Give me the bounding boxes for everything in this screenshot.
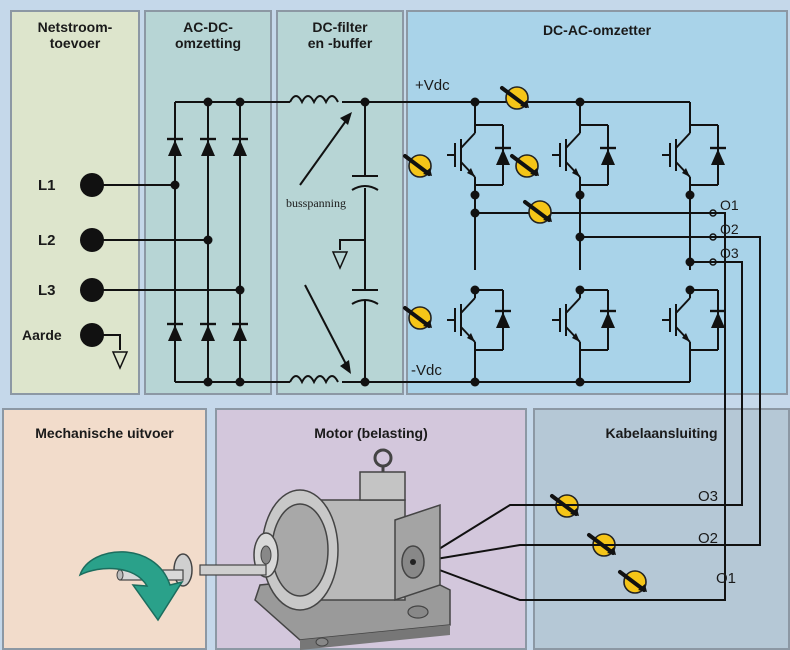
- igbt-icon: [661, 289, 719, 351]
- current-probe-icon[interactable]: [523, 199, 554, 225]
- igbt-icon: [551, 124, 609, 186]
- diode-icon: [708, 309, 728, 330]
- igbt-icon: [661, 124, 719, 186]
- label-l2: L2: [38, 232, 56, 249]
- diode-icon: [598, 146, 618, 167]
- label-minus-vdc: -Vdc: [411, 362, 442, 379]
- earth-ground-icon: [112, 351, 128, 369]
- label-l3: L3: [38, 282, 56, 299]
- label-o1: O1: [720, 197, 739, 213]
- igbt-icon: [551, 289, 609, 351]
- mechanical-panel: Mechanische uitvoer: [2, 408, 207, 650]
- current-probe-icon[interactable]: [403, 153, 434, 179]
- label-plus-vdc: +Vdc: [415, 77, 450, 94]
- label-l1: L1: [38, 177, 56, 194]
- igbt-icon: [446, 289, 504, 351]
- diode-icon: [198, 137, 218, 158]
- supply-panel: Netstroom- toevoer: [10, 10, 140, 395]
- diode-icon: [165, 137, 185, 158]
- filter-panel: DC-filter en -buffer: [276, 10, 404, 395]
- label-o2: O2: [720, 221, 739, 237]
- label-o3: O3: [720, 245, 739, 261]
- igbt-icon: [446, 124, 504, 186]
- diode-icon: [165, 322, 185, 343]
- diode-icon: [708, 146, 728, 167]
- cable-title: Kabelaansluiting: [605, 425, 718, 441]
- cable-label-o3: O3: [698, 488, 719, 505]
- current-probe-icon[interactable]: [403, 305, 434, 331]
- ground-icon: [332, 251, 348, 269]
- current-probe-icon[interactable]: [500, 85, 531, 111]
- diode-icon: [230, 322, 250, 343]
- inverter-title: DC-AC-omzetter: [542, 22, 652, 38]
- rotation-arrow-icon: [78, 551, 184, 622]
- current-probe-icon[interactable]: [510, 153, 541, 179]
- inductor-icon: [289, 95, 339, 105]
- diode-icon: [198, 322, 218, 343]
- rectifier-title: AC-DC- omzetting: [174, 19, 242, 51]
- label-earth: Aarde: [22, 327, 62, 343]
- filter-title: DC-filter en -buffer: [307, 19, 373, 51]
- motor-illustration: [116, 448, 451, 650]
- mechanical-title: Mechanische uitvoer: [35, 425, 174, 441]
- diode-icon: [493, 146, 513, 167]
- diode-icon: [230, 137, 250, 158]
- label-bus-voltage: busspanning: [286, 196, 346, 210]
- supply-title: Netstroom- toevoer: [37, 19, 113, 51]
- cable-label-o1: O1: [716, 570, 737, 587]
- diode-icon: [493, 309, 513, 330]
- current-probe-icon[interactable]: [618, 569, 649, 595]
- cable-label-o2: O2: [698, 530, 719, 547]
- cable-panel: Kabelaansluiting: [533, 408, 790, 650]
- diode-icon: [598, 309, 618, 330]
- motor-title: Motor (belasting): [314, 425, 428, 441]
- inductor-icon: [289, 375, 339, 385]
